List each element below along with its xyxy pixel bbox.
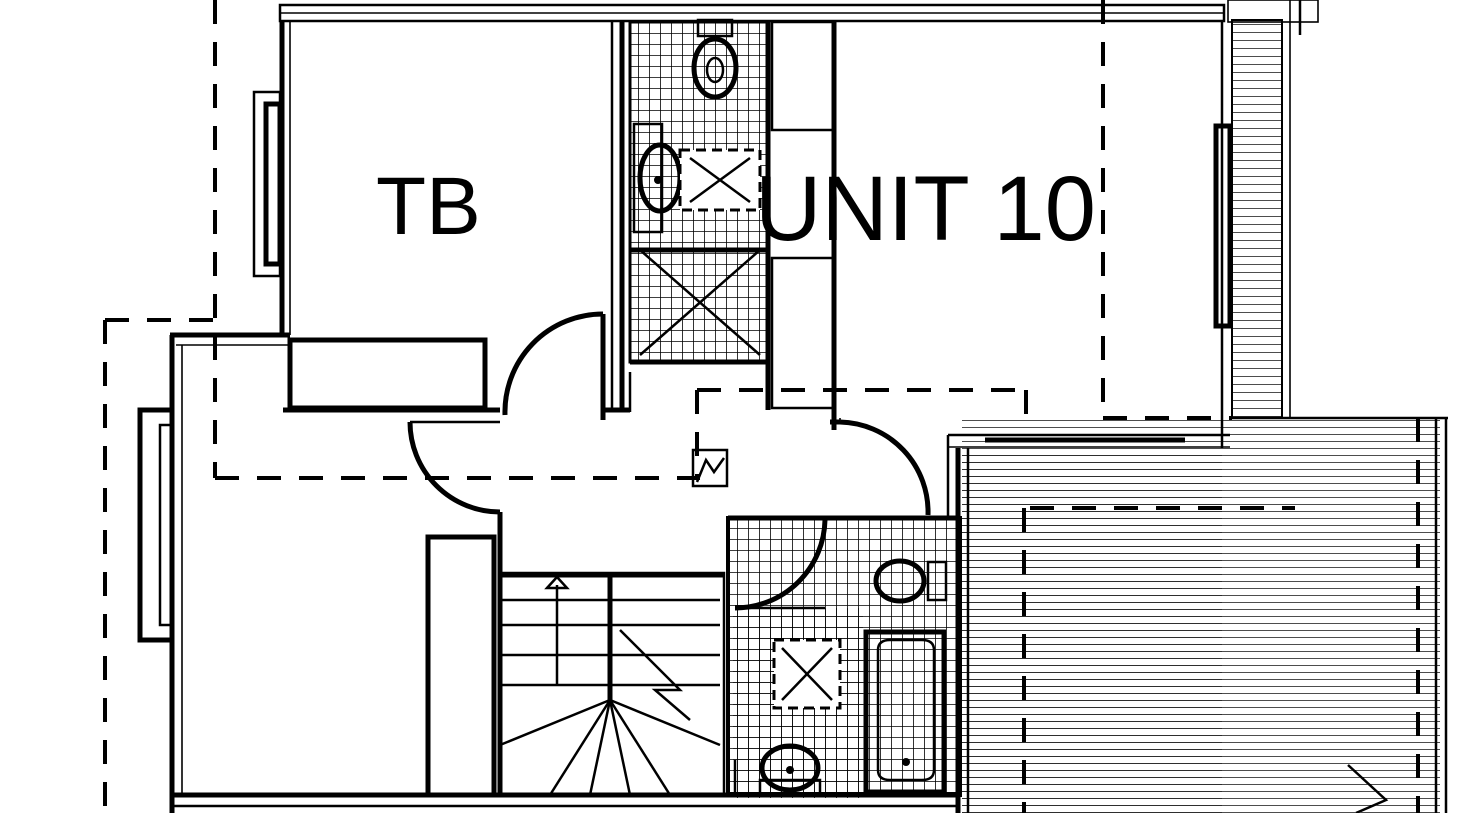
toilet-icon [873, 558, 948, 604]
room-tb [170, 20, 630, 413]
room-label-tb: TB [376, 161, 481, 252]
stair-arrow-icon [544, 575, 570, 685]
bathroom-bottom [726, 515, 962, 798]
hall-cupboard [691, 448, 729, 488]
top-wall [278, 3, 1226, 23]
bathtub-icon [863, 629, 947, 795]
door-swing-icon [830, 419, 931, 516]
door-swing-icon [502, 311, 606, 420]
basin-icon [758, 743, 822, 797]
toilet-icon [691, 18, 739, 100]
shower-icon [772, 638, 842, 710]
side-ramp [1227, 0, 1319, 419]
window-tb [252, 90, 283, 278]
staircase [498, 571, 726, 797]
unit-label: UNIT 10 [755, 158, 1096, 260]
window-left [137, 407, 175, 643]
deck [955, 416, 1448, 813]
shower-icon [678, 148, 762, 212]
